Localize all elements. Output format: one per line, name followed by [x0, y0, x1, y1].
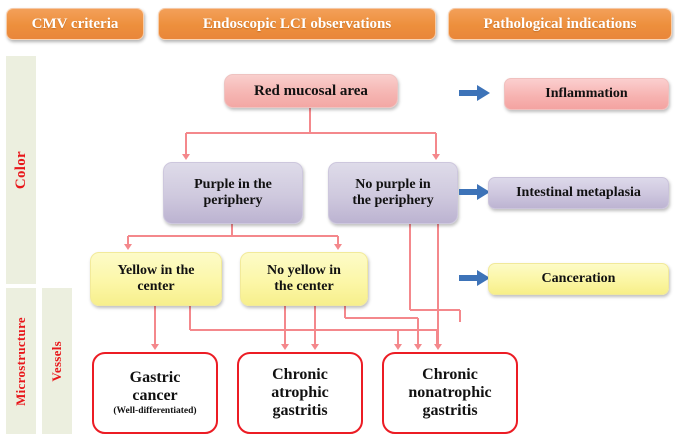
- connector-arrowhead-0: [182, 154, 190, 160]
- category-bar-label: Microstructure: [13, 316, 28, 406]
- category-bar-color: Color: [6, 56, 36, 284]
- column-header-3: Pathological indications: [448, 8, 672, 40]
- connector-arrowhead-5: [281, 344, 289, 350]
- blue-arrow-icon: [459, 85, 490, 101]
- connector-arrowhead-1: [432, 154, 440, 160]
- column-header-label: Endoscopic LCI observations: [202, 15, 392, 32]
- connector-arrowhead-8: [414, 344, 422, 350]
- indication-label: Inflammation: [545, 86, 628, 101]
- connector-arrowhead-4: [151, 344, 159, 350]
- column-header-label: CMV criteria: [31, 15, 119, 32]
- indication-intestinal-metaplasia[interactable]: Intestinal metaplasia: [488, 177, 669, 209]
- connector-arrowhead-7: [394, 344, 402, 350]
- indication-canceration[interactable]: Canceration: [488, 263, 669, 295]
- column-header-1: CMV criteria: [6, 8, 144, 40]
- category-bar-vessels: Vessels: [42, 288, 72, 434]
- node-red-mucosal-area[interactable]: Red mucosal area: [224, 74, 398, 108]
- connector-arrowhead-3: [334, 244, 342, 250]
- node-label: Red mucosal area: [254, 82, 368, 99]
- indication-inflammation[interactable]: Inflammation: [504, 78, 669, 110]
- indication-label: Intestinal metaplasia: [516, 185, 641, 200]
- column-header-label: Pathological indications: [483, 15, 637, 32]
- connector-arrowhead-9: [434, 344, 442, 350]
- category-bar-label: Color: [12, 150, 29, 190]
- connector-lines: [127, 106, 461, 346]
- indication-label: Canceration: [541, 271, 616, 286]
- category-bar-microstructure: Microstructure: [6, 288, 36, 434]
- blue-arrow-icon: [459, 184, 490, 200]
- connector-arrowheads: [124, 154, 442, 350]
- category-bar-label: Vessels: [49, 340, 64, 382]
- connector-arrowhead-6: [311, 344, 319, 350]
- outcome-sublabel: (Well-differentiated): [113, 406, 197, 417]
- blue-arrow-icon: [459, 270, 490, 286]
- connector-arrowhead-2: [124, 244, 132, 250]
- column-header-2: Endoscopic LCI observations: [158, 8, 436, 40]
